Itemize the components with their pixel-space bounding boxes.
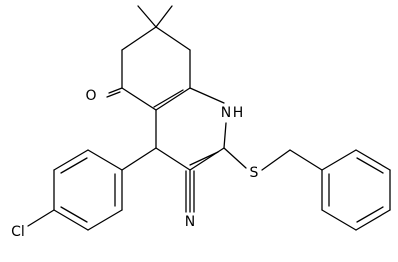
bond [53,209,89,231]
bond [27,209,55,227]
bond [223,122,227,149]
bond [321,209,357,231]
sulfur-label: S [250,165,259,181]
bond [355,209,391,231]
bond [87,209,123,231]
bond [356,157,384,174]
bond [87,149,123,171]
oxygen-label: O [85,88,96,104]
bond [155,26,191,51]
bond [108,87,123,94]
bond [155,5,173,28]
bond [60,206,88,223]
bond [289,149,323,171]
chlorine-label: Cl [11,224,25,240]
bond [137,5,157,28]
bond [155,87,191,111]
bond [121,87,157,111]
bond [121,26,157,51]
nitrogen-label: N [221,105,231,121]
bond [121,147,157,171]
bond [106,91,121,98]
bond [189,151,219,166]
bond [155,147,191,171]
cyclohexenone-ring [106,5,191,111]
bond [153,89,184,108]
nitrile-nitrogen-label: N [185,214,195,230]
bond [261,149,291,171]
bond [223,147,247,169]
benzylthio-group [223,147,391,231]
bond [321,149,357,171]
bond [189,147,225,171]
bond [356,206,384,223]
bond [53,149,89,171]
chlorophenyl-group [27,147,157,231]
nh-hydrogen-label: H [233,105,244,121]
nitrile-group [185,169,195,213]
bond [189,87,225,104]
bond [355,149,391,171]
dihydropyridine-ring [155,87,227,171]
bond [60,157,88,174]
